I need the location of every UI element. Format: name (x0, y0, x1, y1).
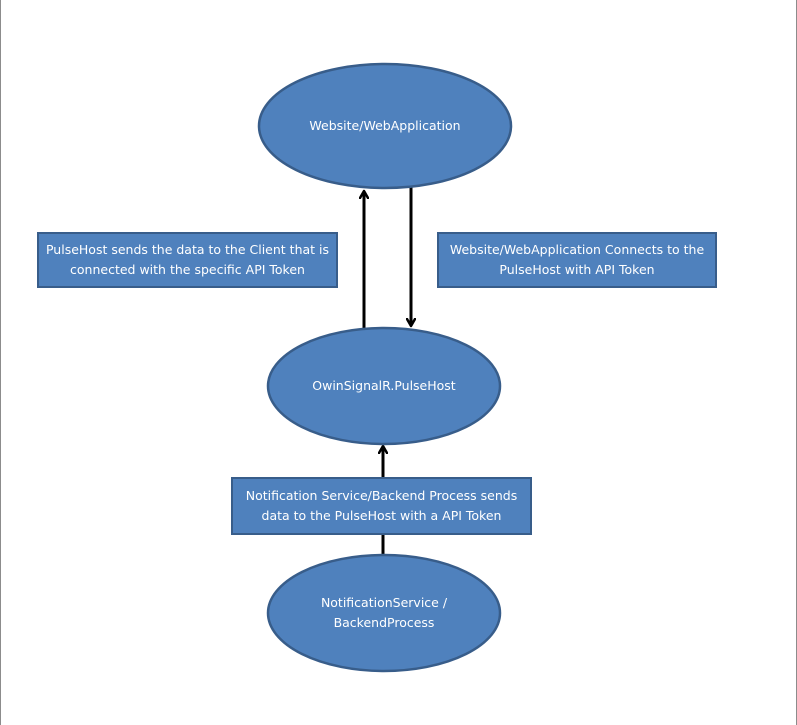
note-backend-sends-line-1: Notification Service/Backend Process sen… (245, 488, 518, 503)
notification-node: NotificationService / BackendProcess (268, 555, 500, 671)
website-node-label: Website/WebApplication (309, 118, 461, 133)
notification-node-shape (266, 553, 502, 673)
note-connect: Website/WebApplication Connects to the P… (438, 233, 716, 287)
pulsehost-node: OwinSignalR.PulseHost (268, 330, 500, 442)
note-connect-line-1: Website/WebApplication Connects to the (449, 242, 705, 257)
notification-node-label-line-1: NotificationService / (320, 595, 448, 610)
website-node: Website/WebApplication (259, 66, 511, 186)
notification-node-label-line-2: BackendProcess (333, 615, 435, 630)
note-backend-sends-line-2: data to the PulseHost with a API Token (261, 508, 502, 523)
website-node-shape (257, 62, 513, 190)
note-backend-sends-shape (231, 477, 532, 535)
note-send-to-client-line-1: PulseHost sends the data to the Client t… (45, 242, 330, 257)
note-backend-sends: Notification Service/Backend Process sen… (232, 478, 531, 534)
note-send-to-client-shape (37, 232, 338, 288)
note-connect-shape (437, 232, 717, 288)
note-send-to-client-line-2: connected with the specific API Token (70, 262, 305, 277)
note-connect-line-2: PulseHost with API Token (499, 262, 655, 277)
note-send-to-client: PulseHost sends the data to the Client t… (38, 233, 337, 287)
pulsehost-node-shape (266, 326, 502, 446)
pulsehost-node-label: OwinSignalR.PulseHost (312, 378, 456, 393)
